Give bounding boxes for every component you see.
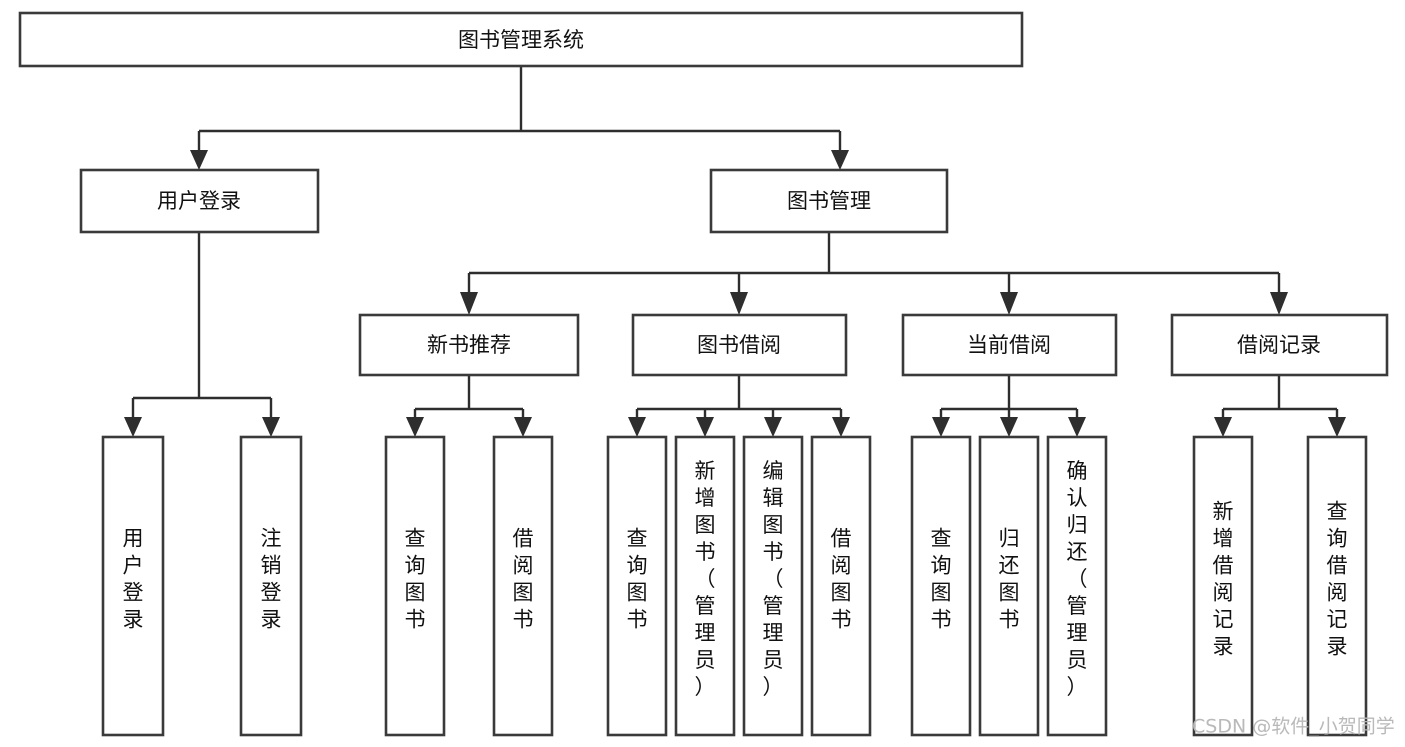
node-leaf-return-book-label: 归还图书 [999,527,1020,632]
node-leaf-query-book-3-box[interactable] [910,435,972,737]
arrow-to-leaf-query-book-2 [628,417,646,437]
arrow-to-leaf-query-borrow-record [1328,417,1346,437]
node-leaf-query-borrow-record-box[interactable] [1306,435,1368,737]
node-leaf-add-book-admin[interactable]: 新增图书（管理员） [674,435,736,737]
node-leaf-user-login[interactable]: 用户登录 [101,435,165,737]
node-leaf-user-login-label: 用户登录 [123,527,144,632]
node-current-borrow[interactable]: 当前借阅 [901,313,1118,377]
node-user-login[interactable]: 用户登录 [79,168,320,234]
connector-new-book-recommend-bus [413,375,525,419]
node-book-manage-box[interactable] [709,168,949,234]
arrow-to-leaf-borrow-book-2 [832,417,850,437]
node-leaf-add-book-admin-label: 新增图书（管理员） [695,459,716,699]
node-book-borrow-box[interactable] [631,313,848,377]
node-leaf-edit-book-admin-label: 编辑图书（管理员） [763,459,784,699]
node-root[interactable]: 图书管理系统 [18,11,1024,68]
node-leaf-edit-book-admin-box[interactable] [742,435,804,737]
node-current-borrow-box[interactable] [901,313,1118,377]
node-root-box[interactable] [18,11,1024,68]
node-borrow-record-label: 借阅记录 [1237,333,1321,357]
node-leaf-user-login-box[interactable] [101,435,165,737]
node-leaf-query-book-2-label: 查询图书 [627,527,648,632]
node-leaf-confirm-return-admin[interactable]: 确认归还（管理员） [1046,435,1108,737]
node-user-login-label: 用户登录 [157,189,241,213]
arrow-to-leaf-query-book-3 [932,417,950,437]
arrow-to-leaf-add-book-admin [696,417,714,437]
arrow-to-book-borrow [730,292,748,315]
connector-book-borrow-bus [635,375,843,419]
node-leaf-borrow-book-1[interactable]: 借阅图书 [492,435,554,737]
node-leaf-add-borrow-record-box[interactable] [1192,435,1254,737]
node-leaf-borrow-book-1-label: 借阅图书 [513,527,534,632]
arrow-to-current-borrow [1000,292,1018,315]
arrow-to-leaf-confirm-return-admin [1068,417,1086,437]
node-leaf-query-borrow-record-label: 查询借阅记录 [1327,500,1348,659]
node-leaf-query-borrow-record[interactable]: 查询借阅记录 [1306,435,1368,737]
node-leaf-confirm-return-admin-box[interactable] [1046,435,1108,737]
node-book-manage[interactable]: 图书管理 [709,168,949,234]
node-leaf-return-book-box[interactable] [978,435,1040,737]
node-new-book-recommend[interactable]: 新书推荐 [358,313,580,377]
node-book-manage-label: 图书管理 [787,189,871,213]
node-leaf-borrow-book-2-box[interactable] [810,435,872,737]
arrow-to-borrow-record [1270,292,1288,315]
arrow-to-user-login [190,150,208,170]
arrow-to-leaf-add-borrow-record [1214,417,1232,437]
node-leaf-confirm-return-admin-label: 确认归还（管理员） [1067,459,1088,699]
node-leaf-query-book-1[interactable]: 查询图书 [384,435,446,737]
node-leaf-add-book-admin-box[interactable] [674,435,736,737]
node-leaf-query-book-3[interactable]: 查询图书 [910,435,972,737]
arrow-to-book-manage [831,150,849,170]
node-new-book-recommend-box[interactable] [358,313,580,377]
arrow-to-leaf-edit-book-admin [764,417,782,437]
csdn-watermark: CSDN @软件_小贺同学 [1192,716,1395,738]
node-leaf-logout-label: 注销登录 [261,527,282,632]
node-borrow-record[interactable]: 借阅记录 [1170,313,1389,377]
connector-borrow-record-bus [1221,375,1339,419]
arrow-to-leaf-return-book [1000,417,1018,437]
node-leaf-query-book-1-box[interactable] [384,435,446,737]
node-leaf-query-book-2-box[interactable] [606,435,668,737]
arrow-to-leaf-logout [262,417,280,437]
node-leaf-add-borrow-record-label: 新增借阅记录 [1213,500,1234,659]
node-new-book-recommend-label: 新书推荐 [427,333,511,357]
connector-current-borrow-bus [939,375,1079,419]
connectors-layer [124,66,1346,437]
arrow-to-leaf-user-login [124,417,142,437]
connector-root-bus [197,66,842,152]
arrow-to-new-book-recommend [460,292,478,315]
node-leaf-logout[interactable]: 注销登录 [239,435,303,737]
node-book-borrow[interactable]: 图书借阅 [631,313,848,377]
node-leaf-return-book[interactable]: 归还图书 [978,435,1040,737]
arrow-to-leaf-query-book-1 [406,417,424,437]
connector-user-login-bus [131,232,273,419]
node-user-login-box[interactable] [79,168,320,234]
node-leaf-query-book-2[interactable]: 查询图书 [606,435,668,737]
node-book-borrow-label: 图书借阅 [697,333,781,357]
node-borrow-record-box[interactable] [1170,313,1389,377]
node-leaf-edit-book-admin[interactable]: 编辑图书（管理员） [742,435,804,737]
node-root-label: 图书管理系统 [458,28,584,52]
node-leaf-borrow-book-2[interactable]: 借阅图书 [810,435,872,737]
connector-book-manage-bus [467,232,1281,294]
node-leaf-logout-box[interactable] [239,435,303,737]
node-current-borrow-label: 当前借阅 [967,333,1051,357]
node-leaf-borrow-book-2-label: 借阅图书 [831,527,852,632]
node-leaf-query-book-1-label: 查询图书 [405,527,426,632]
node-leaf-borrow-book-1-box[interactable] [492,435,554,737]
node-leaf-add-borrow-record[interactable]: 新增借阅记录 [1192,435,1254,737]
arrow-to-leaf-borrow-book-1 [514,417,532,437]
node-leaf-query-book-3-label: 查询图书 [931,527,952,632]
